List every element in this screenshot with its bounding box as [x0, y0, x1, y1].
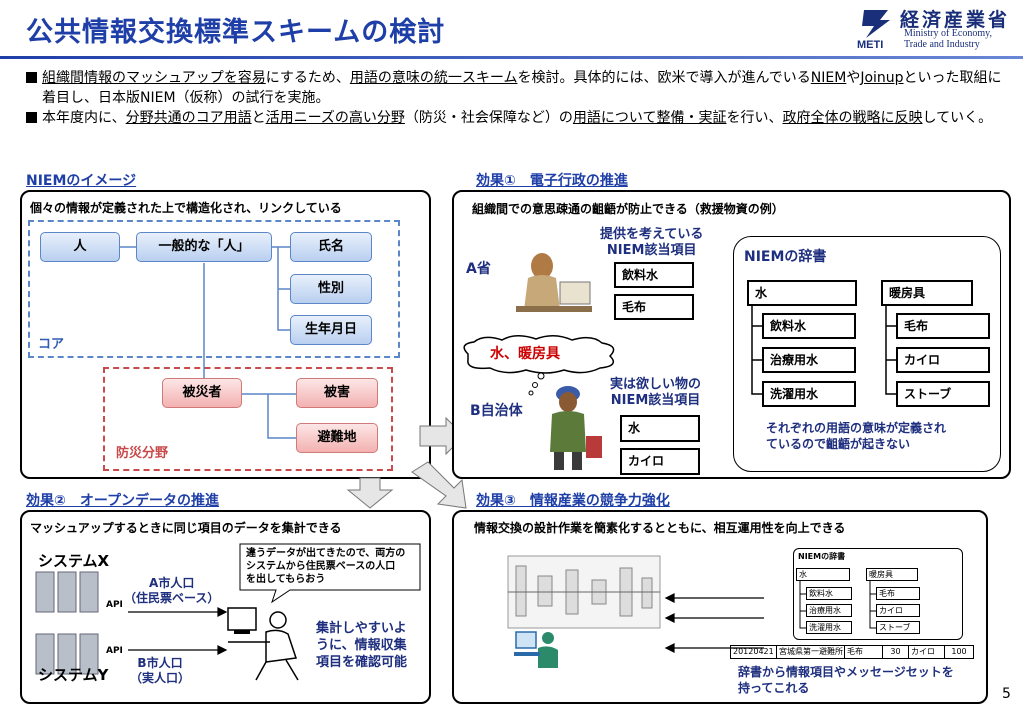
message-record: 20120421 宮城県第一避難所 毛布 30 カイロ 100: [730, 645, 974, 659]
server-y-icon: [35, 633, 99, 675]
effect2-heading: 効果② オープンデータの推進: [26, 493, 220, 509]
general-person-node: 一般的な「人」: [136, 232, 272, 262]
mini-dictionary: [793, 548, 963, 640]
system-y-label: システムY: [38, 666, 109, 684]
dict-water: 水: [747, 280, 857, 306]
victim-node: 被災者: [162, 378, 242, 408]
api-x-label: API: [106, 600, 123, 610]
dict-kairo: カイロ: [896, 347, 990, 373]
thought-dots: [528, 372, 545, 396]
meti-logo-icon: [862, 10, 890, 38]
bullet-2: 本年度内に、分野共通のコア用語と活用ニーズの高い分野（防災・社会保障など）の用語…: [26, 108, 1011, 128]
niem-image-subtitle: 個々の情報が定義された上で構造化され、リンクしている: [30, 201, 342, 215]
speech-bubble: 違うデータが出てきたので、両方のシステムから住民票ベースの人口を出してもらおう: [246, 548, 406, 585]
mini-laundry-water: 洗濯用水: [806, 621, 852, 634]
cloud-text: 水、暖房具: [490, 346, 560, 362]
gender-node: 性別: [290, 274, 372, 304]
dict-blanket: 毛布: [896, 313, 990, 339]
mini-blanket: 毛布: [876, 587, 920, 600]
arrow-down-icon: [346, 477, 394, 509]
record-item2: カイロ: [909, 646, 945, 658]
record-shelter: 宮城県第一避難所: [779, 646, 845, 658]
mini-kairo: カイロ: [876, 604, 920, 617]
bullet-1: 組織間情報のマッシュアップを容易にするため、用語の意味の統一スキームを検討。具体…: [26, 68, 1011, 108]
dict-heater: 暖房具: [881, 280, 973, 306]
logo-meti: METI: [857, 39, 884, 51]
evac-node: 避難地: [296, 423, 378, 453]
record-qty1: 30: [883, 646, 909, 658]
system-x-label: システムX: [38, 552, 110, 570]
birth-node: 生年月日: [290, 315, 372, 345]
dict-stove: ストーブ: [896, 381, 990, 407]
cloud-shape: [463, 335, 615, 374]
effect2-subtitle: マッシュアップするときに同じ項目のデータを集計できる: [30, 521, 342, 535]
record-date: 20120421: [731, 646, 777, 658]
intro-bullets: 組織間情報のマッシュアップを容易にするため、用語の意味の統一スキームを検討。具体…: [26, 68, 1011, 128]
title-rule: [0, 56, 1023, 59]
api-y-label: API: [106, 646, 123, 656]
effect3-caption: 辞書から情報項目やメッセージセットを持ってこれる: [738, 665, 954, 695]
disaster-area: [103, 367, 393, 471]
logo-ministry-en: Ministry of Economy,Trade and Industry: [904, 28, 992, 50]
disaster-label: 防災分野: [116, 446, 169, 461]
server-x-icon: [35, 571, 99, 613]
name-node: 氏名: [290, 232, 372, 262]
dict-note: それぞれの用語の意味が定義されているので齟齬が起きない: [766, 421, 947, 451]
logo-ministry-jp: 経済産業省: [900, 9, 1011, 31]
analyst-icon: [227, 607, 299, 681]
easy-aggregation-note: 集計しやすいように、情報収集項目を確認可能: [316, 621, 408, 670]
a-ministry-label: A省: [466, 261, 491, 277]
effect1-subtitle: 組織間での意思疎通の齟齬が防止できる（救援物資の例）: [472, 202, 784, 216]
person-node: 人: [40, 232, 120, 262]
mini-stove: ストーブ: [876, 621, 920, 634]
core-label: コア: [38, 337, 65, 352]
a-item-drinking-water: 飲料水: [614, 262, 694, 288]
mini-heater: 暖房具: [866, 568, 918, 581]
office-worker-icon: [516, 253, 592, 312]
developer-icon: [514, 631, 558, 668]
design-diagram-icon: [507, 555, 661, 629]
b-item-kairo: カイロ: [620, 448, 700, 475]
b-municipality-label: B自治体: [470, 403, 523, 419]
damage-node: 被害: [296, 378, 378, 408]
mini-water: 水: [796, 568, 850, 581]
dict-drinking-water: 飲料水: [762, 313, 856, 339]
b-item-water: 水: [620, 415, 700, 442]
niem-image-heading: NIEMのイメージ: [26, 173, 137, 189]
record-qty2: 100: [951, 647, 967, 656]
record-item1: 毛布: [845, 646, 883, 658]
core-area: [28, 220, 400, 358]
effect3-heading: 効果③ 情報産業の競争力強化: [476, 493, 670, 509]
mini-dict-title: NIEMの辞書: [798, 552, 846, 561]
mini-drinking-water: 飲料水: [806, 587, 852, 600]
page-number: 5: [1002, 686, 1011, 702]
dict-laundry-water: 洗濯用水: [762, 381, 856, 407]
effect3-subtitle: 情報交換の設計作業を簡素化するとともに、相互運用性を向上できる: [474, 521, 846, 535]
mini-medical-water: 治療用水: [806, 604, 852, 617]
dict-title: NIEMの辞書: [744, 249, 827, 265]
page-title: 公共情報交換標準スキームの検討: [26, 17, 446, 48]
effect1-heading: 効果① 電子行政の推進: [476, 173, 628, 189]
a-item-blanket: 毛布: [614, 294, 694, 320]
a-city-population: A市人口（住民票ベース）: [124, 576, 220, 605]
b-city-population: B市人口（実人口）: [130, 656, 191, 685]
dict-medical-water: 治療用水: [762, 347, 856, 373]
rescue-worker-icon: [550, 386, 602, 470]
